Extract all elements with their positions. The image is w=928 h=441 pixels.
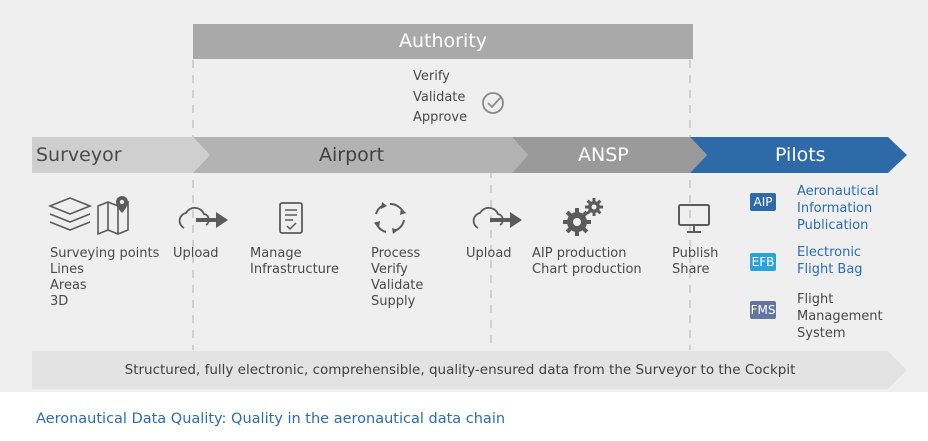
monitor-icon bbox=[678, 204, 710, 233]
caption: Aeronautical Data Quality: Quality in th… bbox=[36, 411, 506, 427]
bottom-band-text: Structured, fully electronic, comprehens… bbox=[124, 362, 796, 378]
upload-label-2: Upload bbox=[466, 246, 512, 261]
manage-line-1: Manage bbox=[250, 246, 302, 261]
aip-line-3: Publication bbox=[797, 218, 869, 233]
cloud-upload-icon bbox=[472, 206, 522, 229]
efb-badge: EFB bbox=[750, 253, 776, 271]
publish-line-2: Share bbox=[672, 262, 710, 277]
stage-airport bbox=[193, 137, 528, 173]
upload-label-1: Upload bbox=[173, 246, 219, 261]
efb-line-2: Flight Bag bbox=[797, 262, 863, 277]
surveyor-line-2: Lines bbox=[50, 262, 84, 277]
aip-line-2: Information bbox=[797, 201, 873, 216]
approval-validate: Validate bbox=[413, 90, 466, 105]
process-line-4: Supply bbox=[371, 294, 416, 309]
surveyor-line-4: 3D bbox=[50, 294, 69, 309]
approval-approve: Approve bbox=[413, 110, 468, 125]
approval-verify: Verify bbox=[413, 69, 450, 84]
surveyor-line-3: Areas bbox=[50, 278, 87, 293]
aip-badge: AIP bbox=[750, 193, 776, 211]
fms-line-2: Management bbox=[797, 309, 883, 324]
process-line-2: Verify bbox=[371, 262, 408, 277]
gears-icon bbox=[563, 198, 603, 236]
refresh-cycle-icon bbox=[374, 202, 406, 234]
cloud-upload-icon bbox=[178, 206, 228, 229]
stage-label-pilots: Pilots bbox=[775, 144, 826, 166]
stage-ansp bbox=[512, 137, 707, 173]
bottom-band-arrow bbox=[32, 351, 907, 389]
stage-label-surveyor: Surveyor bbox=[36, 144, 122, 166]
production-line-2: Chart production bbox=[532, 262, 642, 277]
fms-badge: FMS bbox=[750, 301, 776, 319]
manage-line-2: Infrastructure bbox=[250, 262, 339, 277]
authority-label: Authority bbox=[399, 30, 487, 52]
process-line-3: Validate bbox=[371, 278, 424, 293]
check-circle-icon bbox=[482, 92, 504, 114]
stage-surveyor bbox=[32, 137, 210, 173]
fms-line-3: System bbox=[797, 326, 846, 341]
authority-bar bbox=[193, 24, 693, 59]
fms-line-1: Flight bbox=[797, 292, 834, 307]
stage-label-airport: Airport bbox=[319, 144, 385, 166]
stage-pilots bbox=[690, 137, 907, 173]
efb-line-1: Electronic bbox=[797, 245, 862, 260]
layers-map-icon bbox=[48, 196, 129, 236]
aip-line-1: Aeronautical bbox=[797, 184, 879, 199]
publish-line-1: Publish bbox=[672, 246, 719, 261]
production-line-1: AIP production bbox=[532, 246, 627, 261]
stage-chevrons bbox=[32, 137, 907, 173]
document-check-icon bbox=[279, 202, 303, 234]
surveyor-line-1: Surveying points bbox=[50, 246, 160, 261]
stage-label-ansp: ANSP bbox=[578, 144, 629, 166]
dashed-guides bbox=[192, 60, 691, 350]
process-line-1: Process bbox=[371, 246, 421, 261]
